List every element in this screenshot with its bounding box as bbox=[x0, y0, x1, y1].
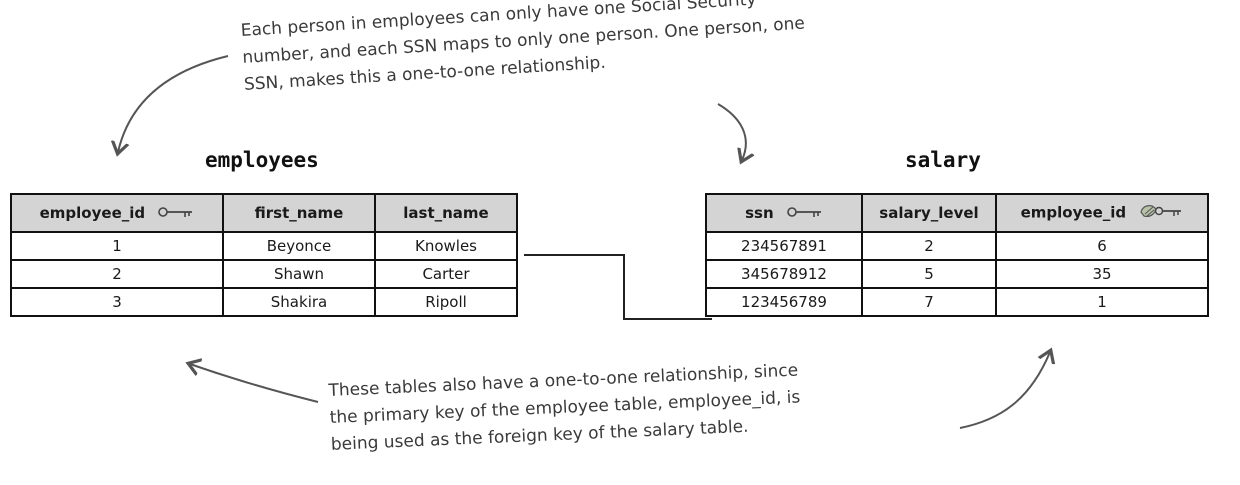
table-header-row: employee_id first_name last_name bbox=[10, 193, 518, 233]
arrow-to-salary bbox=[717, 103, 746, 160]
table-row: 123456789 7 1 bbox=[705, 287, 1209, 317]
arrow-bottom-left bbox=[190, 364, 319, 403]
arrow-to-employees bbox=[118, 55, 229, 152]
cell-salary-level: 5 bbox=[861, 259, 997, 289]
cell-first-name: Beyonce bbox=[222, 231, 376, 261]
column-header-first-name: first_name bbox=[222, 193, 376, 233]
table-row: 234567891 2 6 bbox=[705, 231, 1209, 261]
foreign-key-icon bbox=[1139, 202, 1183, 224]
cell-employee-id: 2 bbox=[10, 259, 224, 289]
cell-last-name: Carter bbox=[374, 259, 518, 289]
arrow-bottom-right bbox=[959, 352, 1050, 429]
table-row: 1 Beyonce Knowles bbox=[10, 231, 518, 261]
cell-last-name: Ripoll bbox=[374, 287, 518, 317]
column-header-label: employee_id bbox=[39, 203, 146, 222]
cell-first-name: Shawn bbox=[222, 259, 376, 289]
column-header-employee-id: employee_id bbox=[10, 193, 224, 233]
cell-employee-id: 35 bbox=[995, 259, 1209, 289]
column-header-employee-id: employee_id bbox=[995, 193, 1209, 233]
key-icon bbox=[787, 204, 823, 222]
table-row: 345678912 5 35 bbox=[705, 259, 1209, 289]
column-header-label: employee_id bbox=[1020, 203, 1127, 222]
bottom-annotation: These tables also have a one-to-one rela… bbox=[328, 357, 802, 458]
salary-table-title: salary bbox=[905, 148, 981, 172]
employees-table-title: employees bbox=[205, 148, 319, 172]
employees-table: employee_id first_name last_name 1 Beyon… bbox=[10, 193, 518, 317]
column-header-last-name: last_name bbox=[374, 193, 518, 233]
cell-employee-id: 1 bbox=[10, 231, 224, 261]
cell-employee-id: 3 bbox=[10, 287, 224, 317]
table-row: 3 Shakira Ripoll bbox=[10, 287, 518, 317]
relationship-connector-line bbox=[524, 254, 712, 320]
cell-salary-level: 7 bbox=[861, 287, 997, 317]
column-header-label: ssn bbox=[745, 203, 774, 222]
cell-employee-id: 1 bbox=[995, 287, 1209, 317]
top-annotation: Each person in employees can only have o… bbox=[240, 0, 807, 99]
column-header-salary-level: salary_level bbox=[861, 193, 997, 233]
cell-ssn: 234567891 bbox=[705, 231, 863, 261]
cell-last-name: Knowles bbox=[374, 231, 518, 261]
cell-employee-id: 6 bbox=[995, 231, 1209, 261]
salary-table: ssn salary_level employee_id bbox=[705, 193, 1209, 317]
key-icon bbox=[158, 204, 194, 222]
cell-first-name: Shakira bbox=[222, 287, 376, 317]
column-header-ssn: ssn bbox=[705, 193, 863, 233]
cell-salary-level: 2 bbox=[861, 231, 997, 261]
cell-ssn: 345678912 bbox=[705, 259, 863, 289]
table-header-row: ssn salary_level employee_id bbox=[705, 193, 1209, 233]
cell-ssn: 123456789 bbox=[705, 287, 863, 317]
table-row: 2 Shawn Carter bbox=[10, 259, 518, 289]
